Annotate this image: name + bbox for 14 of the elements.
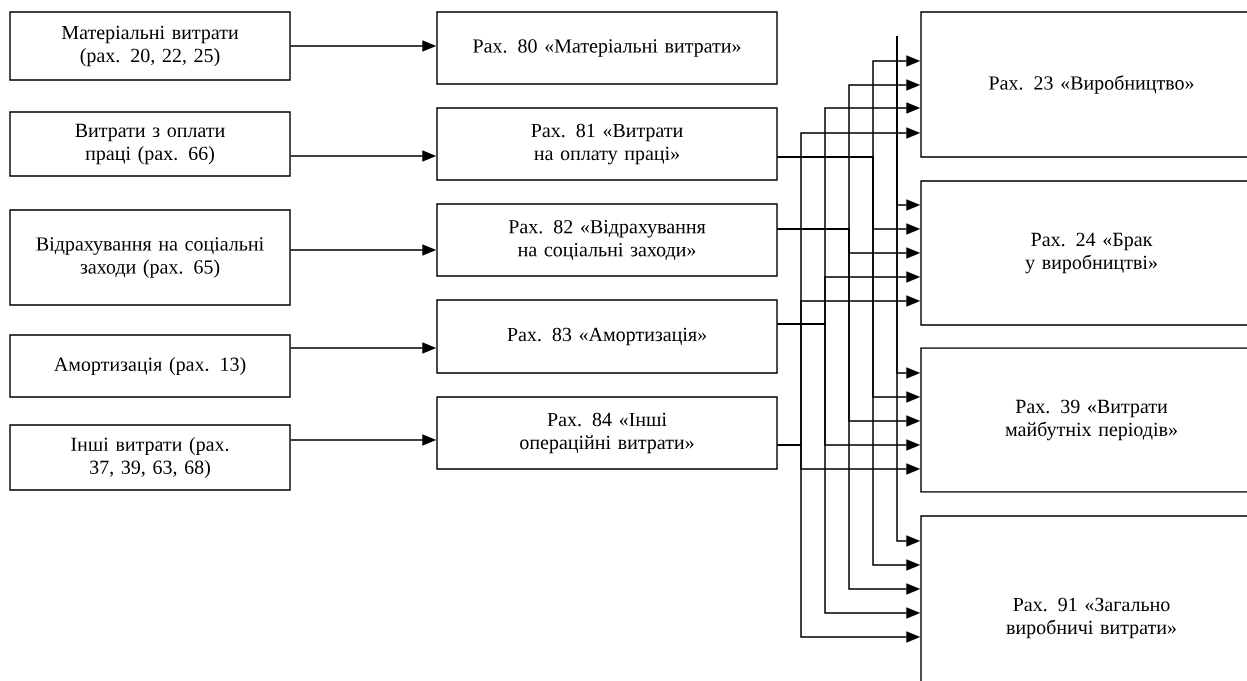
account-box: Витрати з оплати праці (рах. 66): [9, 111, 291, 177]
account-box: Рах. 83 «Амортизація»: [436, 299, 778, 374]
account-box: Інші витрати (рах. 37, 39, 63, 68): [9, 424, 291, 491]
account-box: Рах. 91 «Загально виробничі витрати»: [920, 515, 1247, 681]
account-box: Рах. 81 «Витрати на оплату праці»: [436, 107, 778, 181]
account-box: Рах. 39 «Витрати майбутніх періодів»: [920, 347, 1247, 493]
account-box: Рах. 84 «Інші операційні витрати»: [436, 396, 778, 470]
account-box: Рах. 80 «Матеріальні витрати»: [436, 11, 778, 85]
account-box: Рах. 82 «Відрахування на соціальні заходи»: [436, 203, 778, 277]
account-box: Амортизація (рах. 13): [9, 334, 291, 398]
account-box: Відрахування на соціальні заходи (рах. 65): [9, 209, 291, 306]
account-box: Рах. 24 «Брак у виробництві»: [920, 180, 1247, 326]
account-box: Матеріальні витрати (рах. 20, 22, 25): [9, 11, 291, 81]
account-box: Рах. 23 «Виробництво»: [920, 11, 1247, 158]
